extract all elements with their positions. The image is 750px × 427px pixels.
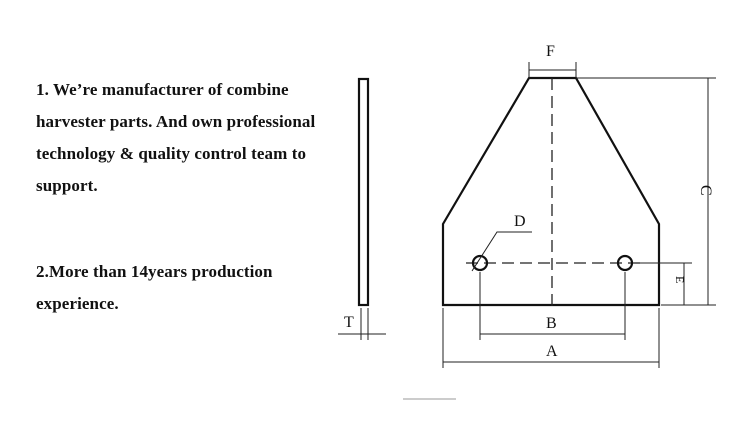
paragraph-1-line-3: technology & quality control team to — [36, 144, 307, 163]
paragraph-1-line-4: support. — [36, 176, 98, 195]
side-view-plate — [357, 77, 370, 307]
dimension-label-t: T — [344, 314, 354, 331]
front-view: F D C E B A — [441, 43, 716, 368]
description-paragraph-2: 2.More than 14years production experienc… — [36, 256, 356, 320]
dimension-label-b: B — [546, 315, 557, 332]
dimension-label-d: D — [514, 213, 526, 230]
d-leader-line — [471, 231, 532, 272]
mounting-hole-right — [616, 254, 634, 272]
dimension-label-e: E — [673, 276, 687, 283]
paragraph-1-line-2: harvester parts. And own professional — [36, 112, 316, 131]
mounting-hole-left — [471, 254, 489, 272]
dimension-label-f: F — [546, 43, 555, 60]
plate-outline — [441, 76, 661, 307]
side-view: T — [338, 77, 386, 340]
description-paragraph-1: 1. We’re manufacturer of combine harvest… — [36, 74, 356, 202]
dimension-label-a: A — [546, 343, 558, 360]
paragraph-2-line-2: experience. — [36, 294, 119, 313]
dimension-label-c: C — [697, 185, 714, 196]
paragraph-1-line-1: 1. We’re manufacturer of combine — [36, 80, 289, 99]
paragraph-2-line-1: 2.More than 14years production — [36, 262, 273, 281]
